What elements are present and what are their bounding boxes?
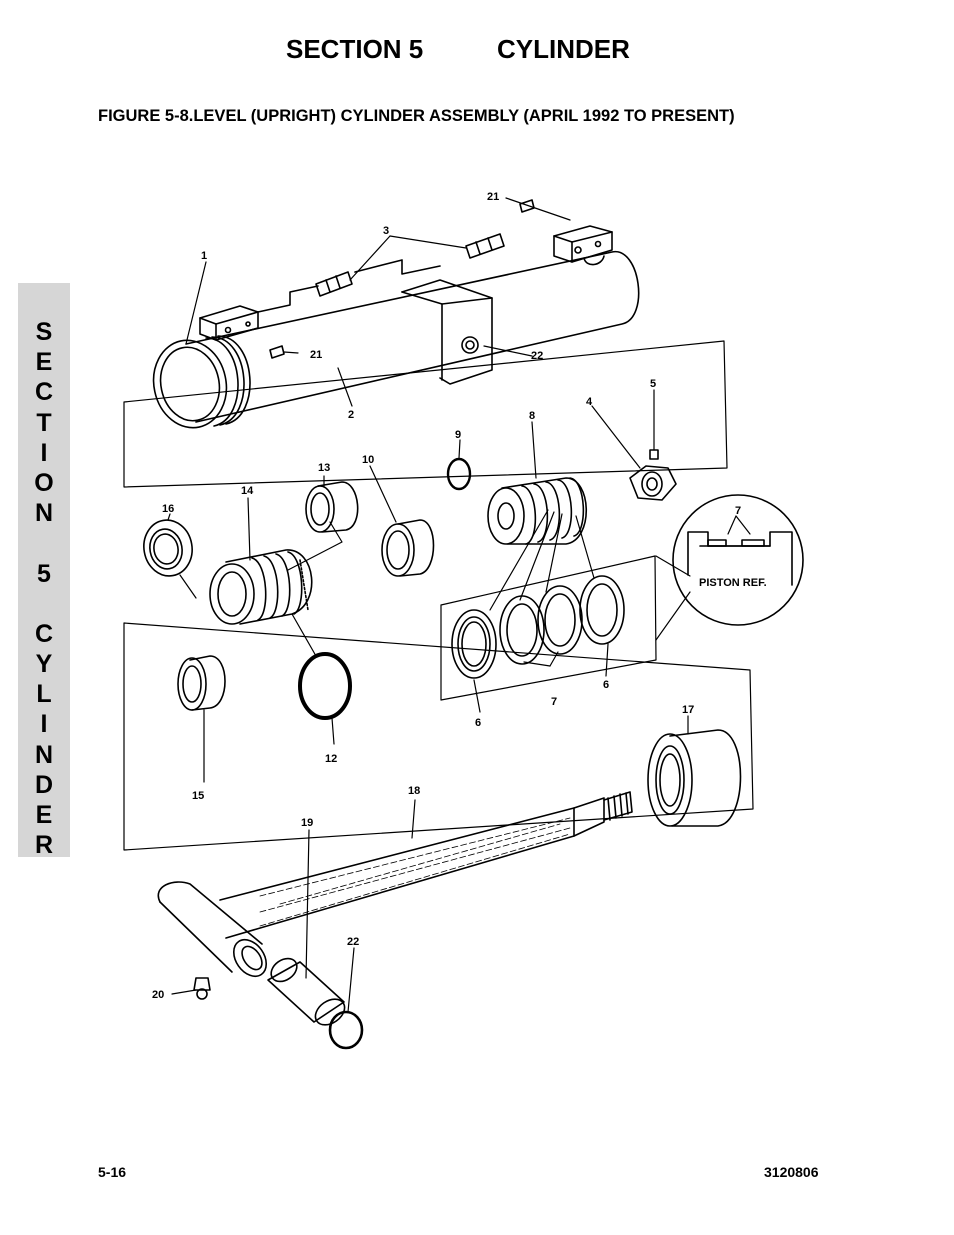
side-tab-letter: T [36,408,52,437]
callout-12: 12 [325,753,337,765]
o-ring-rod [328,1010,364,1050]
figure-title: FIGURE 5-8.LEVEL (UPRIGHT) CYLINDER ASSE… [98,107,735,125]
spacer [381,519,435,577]
callout-17: 17 [682,704,694,716]
callout-7: 7 [551,696,557,708]
side-tab-letter: C [34,619,54,648]
o-ring-small [446,457,472,491]
lock-nut [629,449,677,501]
callout-15: 15 [192,790,204,802]
o-ring [298,652,352,720]
callout-3: 3 [383,225,389,237]
callout-13: 13 [318,462,330,474]
callout-2: 2 [348,409,354,421]
page-number: 5-16 [98,1164,127,1180]
callout-21-left: 21 [310,349,322,361]
document-number: 3120806 [764,1164,819,1180]
side-tab-letter: R [34,831,54,860]
bushing-lower [177,655,226,711]
wiper-seal [143,519,193,577]
callout-20: 20 [152,989,164,1001]
side-tab-letter: 5 [37,559,51,588]
side-tab-letter: I [40,710,48,739]
callout-19: 19 [301,817,313,829]
piston-seals [451,575,625,679]
callout-10: 10 [362,454,374,466]
side-tab-letter: S [35,318,53,346]
rod-gland [647,729,742,827]
bushing [305,481,359,533]
callout-1: 1 [201,250,207,262]
callout-6-right: 6 [603,679,609,691]
section-number: SECTION 5 [286,34,424,64]
callout-7-detail: 7 [735,505,741,517]
callout-16: 16 [162,503,174,515]
rod-bushing [267,957,346,1026]
fitting [269,199,535,359]
side-tab-letter: O [34,468,54,497]
side-tab-letter: N [34,499,54,528]
rod-plane [123,622,754,851]
callout-4: 4 [586,396,593,408]
callout-5: 5 [650,378,656,390]
callout-14: 14 [241,485,254,497]
side-tab-letter: E [35,801,53,829]
leader-lines [167,197,751,1013]
callout-9: 9 [455,429,461,441]
side-tab-letter: L [36,680,52,709]
side-tab-letter: Y [35,650,53,679]
side-tab-letter: D [34,770,54,799]
cylinder-barrel [152,225,640,429]
side-tab-letter: N [34,740,54,769]
barrel-plane [123,340,728,488]
page-header: SECTION 5 CYLINDER [0,34,954,70]
piston-ref-label: PISTON REF. [699,577,767,589]
callout-18: 18 [408,785,420,797]
piston [487,477,587,545]
check-valve [315,233,505,297]
side-tab-letter: C [34,378,54,407]
piston-detail [672,494,804,626]
cylinder-head [209,549,313,625]
side-tab-letter: I [40,438,48,467]
section-name: CYLINDER [497,34,630,64]
callout-8: 8 [529,410,535,422]
callout-22-top: 22 [531,350,543,362]
side-tab-letter: E [35,348,53,377]
callout-21-top: 21 [487,191,499,203]
grease-fitting [193,977,211,1000]
piston-rod [219,791,633,939]
callout-6-left: 6 [475,717,481,729]
seal-inset-plane [440,555,657,701]
callout-labels: 1 2 3 4 5 6 6 7 7 8 9 10 12 13 14 15 16 … [152,191,767,1001]
callout-22-bottom: 22 [347,936,359,948]
rod-eye [157,881,268,978]
